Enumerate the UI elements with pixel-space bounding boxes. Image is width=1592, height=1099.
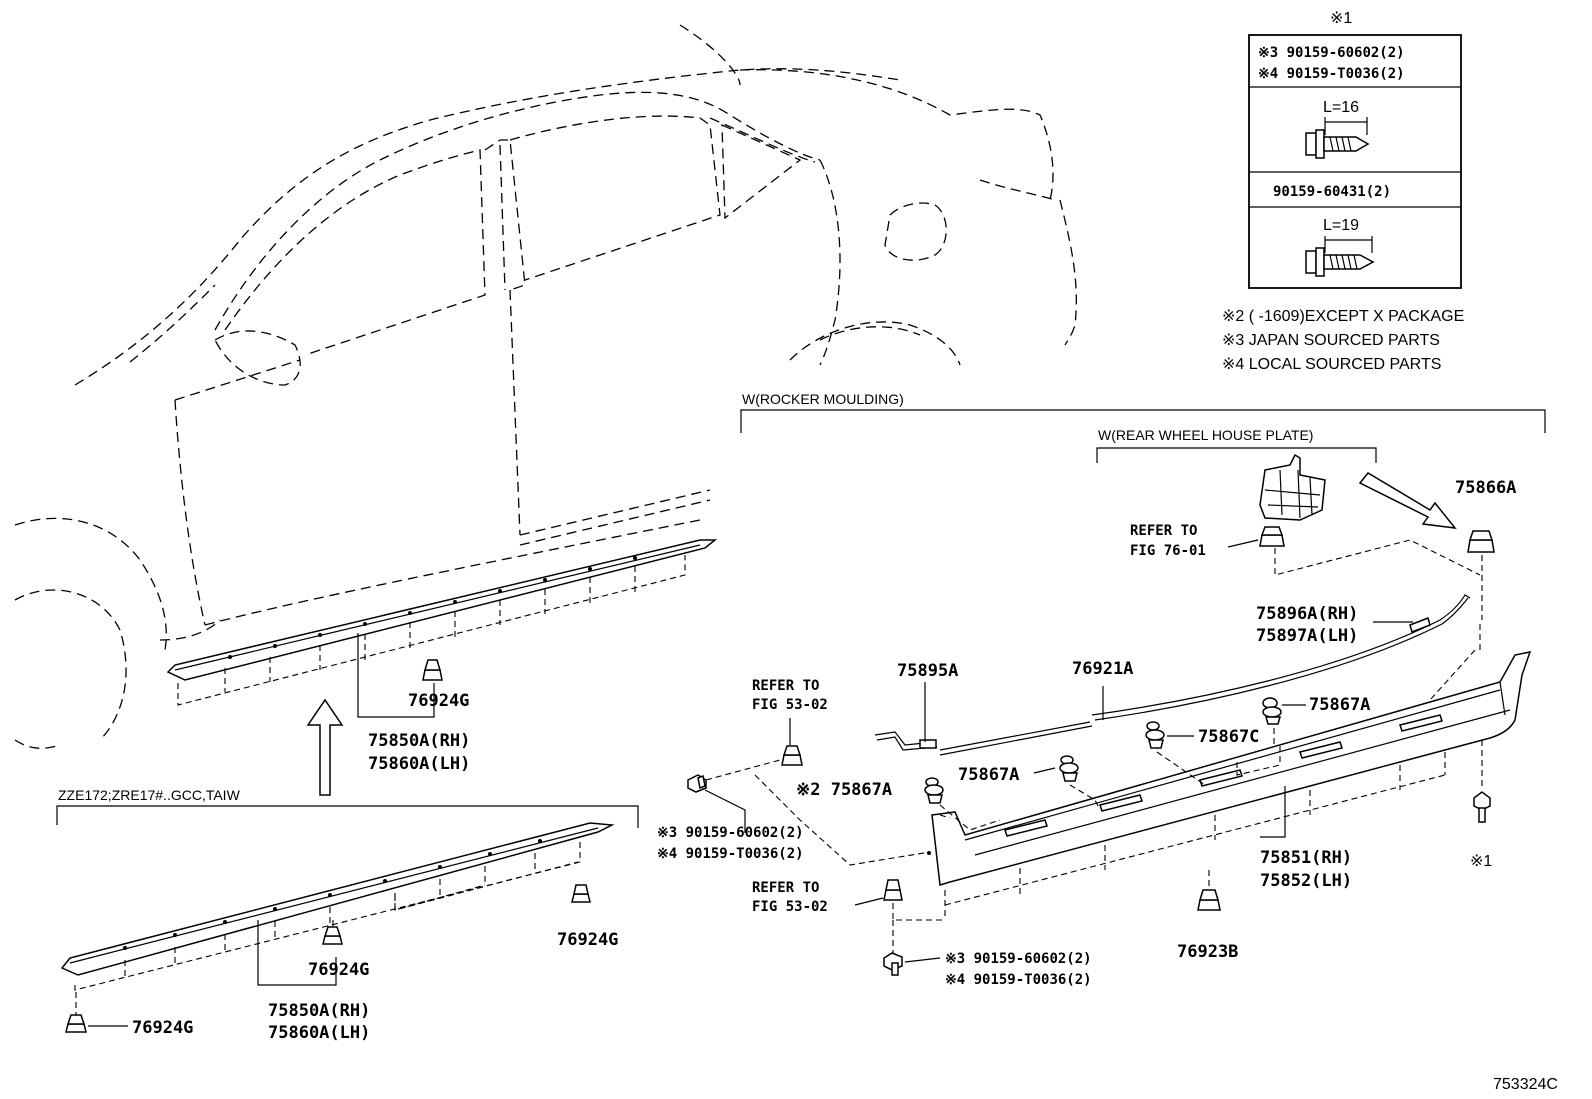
up-arrow-icon <box>306 698 344 796</box>
screw-16-icon <box>1305 117 1370 159</box>
label-75850A-b[interactable]: 75850A(RH) <box>268 1001 370 1021</box>
note-4: ※4 LOCAL SOURCED PARTS <box>1222 356 1441 373</box>
clip-75867A-b <box>1059 755 1079 782</box>
clip-76924G-b <box>571 884 591 903</box>
legend-row1-line2: ※4 90159-T0036(2) <box>1258 66 1405 82</box>
label-76923B[interactable]: 76923B <box>1177 942 1238 962</box>
group-bracket-rocker <box>740 409 1546 433</box>
screw-19-icon <box>1305 236 1375 277</box>
label-75895A[interactable]: 75895A <box>897 661 958 681</box>
figure-id: 753324C <box>1493 1076 1558 1093</box>
clip-76924G-d <box>65 1014 87 1033</box>
label-screw-b1[interactable]: ※3 90159-60602(2) <box>945 951 1092 967</box>
legend-row3: 90159-60431(2) <box>1273 184 1391 200</box>
clip-75867A-a <box>1262 697 1282 725</box>
legend-row1-line1: ※3 90159-60602(2) <box>1258 45 1405 61</box>
screw-icon-note1 <box>1473 791 1491 823</box>
legend-length-16: L=16 <box>1323 99 1359 116</box>
label-note1-mark[interactable]: ※1 <box>1470 853 1492 870</box>
label-refer-76-line1[interactable]: REFER TO <box>1130 523 1197 539</box>
label-75867A-a[interactable]: 75867A <box>1309 695 1370 715</box>
label-screw-a1[interactable]: ※3 90159-60602(2) <box>657 825 804 841</box>
strip-76921A <box>939 721 1093 756</box>
label-refer-76-line2[interactable]: FIG 76-01 <box>1130 543 1206 559</box>
clip-76924G-c <box>322 926 343 945</box>
group-label-variant: ZZE172;ZRE17#..GCC,TAIW <box>58 787 241 803</box>
label-75866A[interactable]: 75866A <box>1455 478 1516 498</box>
car-body-outline <box>14 24 1077 749</box>
screw-icon-a <box>687 774 707 793</box>
label-75867A-b[interactable]: 75867A <box>958 765 1019 785</box>
clip-75866A <box>1467 530 1495 553</box>
clip-75867C <box>1145 721 1165 749</box>
diagonal-arrow-icon <box>1358 472 1457 529</box>
label-screw-b2[interactable]: ※4 90159-T0036(2) <box>945 972 1092 988</box>
clip-75867A-c <box>924 777 944 804</box>
label-75867C[interactable]: 75867C <box>1198 727 1259 747</box>
group-bracket-variant <box>56 805 639 828</box>
note-3: ※3 JAPAN SOURCED PARTS <box>1222 332 1440 349</box>
label-75897A[interactable]: 75897A(LH) <box>1256 626 1358 646</box>
legend-length-19: L=19 <box>1323 217 1359 234</box>
label-75852[interactable]: 75852(LH) <box>1260 871 1352 891</box>
rocker-moulding-variant <box>60 822 615 991</box>
label-75851[interactable]: 75851(RH) <box>1260 848 1352 868</box>
legend-box <box>1248 34 1462 289</box>
label-76921A[interactable]: 76921A <box>1072 659 1133 679</box>
clip-76924G-car <box>422 659 443 681</box>
label-76924G-c[interactable]: 76924G <box>308 960 369 980</box>
label-75860A-b[interactable]: 75860A(LH) <box>268 1023 370 1043</box>
clip-refer-53b <box>883 879 903 901</box>
rocker-moulding-on-car <box>166 539 718 706</box>
label-refer-53a-line1[interactable]: REFER TO <box>752 678 819 694</box>
clip-refer-53a <box>781 745 803 766</box>
label-76924G-b[interactable]: 76924G <box>557 930 618 950</box>
rocker-moulding-main <box>927 651 1532 886</box>
label-refer-53a-line2[interactable]: FIG 53-02 <box>752 697 828 713</box>
label-screw-a2[interactable]: ※4 90159-T0036(2) <box>657 846 804 862</box>
label-refer-53b-line1[interactable]: REFER TO <box>752 880 819 896</box>
group-label-rocker: W(ROCKER MOULDING) <box>742 391 904 407</box>
seal-75895A <box>874 731 938 751</box>
label-75867A-c[interactable]: ※2 75867A <box>796 780 892 800</box>
seal-strip-75896A <box>1091 594 1471 721</box>
group-bracket-rear-wheel <box>1096 447 1377 463</box>
label-75896A[interactable]: 75896A(RH) <box>1256 604 1358 624</box>
screw-icon-b <box>883 952 903 976</box>
clip-76923B <box>1197 889 1221 911</box>
label-76924G-a[interactable]: 76924G <box>408 691 469 711</box>
note-2: ※2 ( -1609)EXCEPT X PACKAGE <box>1222 308 1464 325</box>
label-75850A-a[interactable]: 75850A(RH) <box>368 731 470 751</box>
label-75860A-a[interactable]: 75860A(LH) <box>368 754 470 774</box>
group-label-rear-wheel: W(REAR WHEEL HOUSE PLATE) <box>1098 427 1313 443</box>
legend-title: ※1 <box>1330 10 1352 27</box>
label-76924G-d[interactable]: 76924G <box>132 1018 193 1038</box>
label-refer-53b-line2[interactable]: FIG 53-02 <box>752 899 828 915</box>
rear-wheel-house-plate <box>1259 453 1326 547</box>
